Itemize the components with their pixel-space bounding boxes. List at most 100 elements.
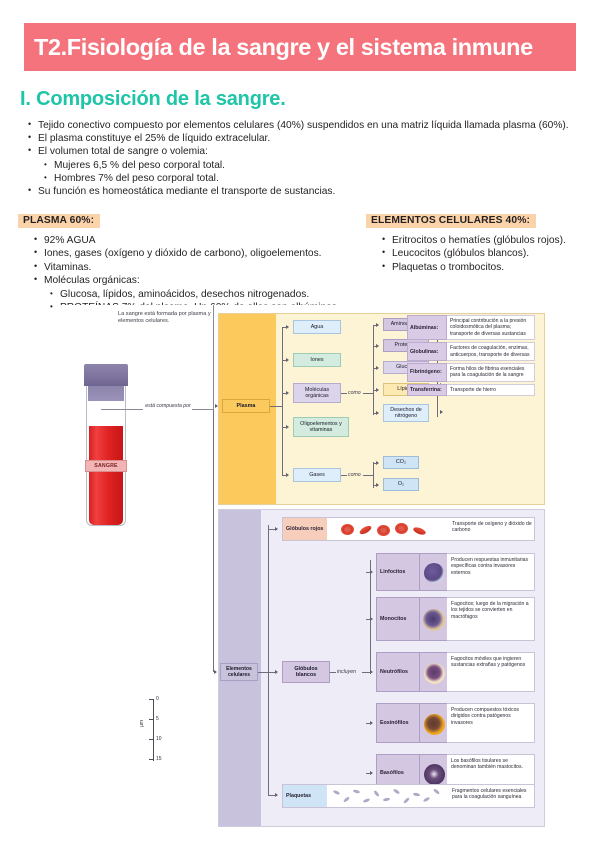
list-item: El plasma constituye el 25% de líquido e… <box>26 131 586 145</box>
arrow-icon <box>376 461 379 465</box>
page-title: T2.Fisiología de la sangre y el sistema … <box>34 33 533 60</box>
node-o2: O₂ <box>383 478 419 491</box>
lymphocyte-illustration <box>420 553 447 591</box>
table-row: Globulinas: Factores de coagulación, enz… <box>407 342 535 362</box>
table-row-neutrofilos: Neutrófilos Fagocitos móviles que ingier… <box>376 652 535 692</box>
platelet-icon <box>402 796 411 805</box>
erythrocyte-icon <box>395 523 408 534</box>
cell-name-linfocitos: Linfocitos <box>376 553 420 591</box>
red-blood-cells-illustration <box>327 518 448 540</box>
lymphocyte-icon <box>424 563 444 583</box>
connector-line <box>213 410 214 672</box>
list-item: Plaquetas o trombocitos. <box>380 260 591 274</box>
tube-stopper-cap <box>84 364 128 386</box>
connector-line <box>373 485 377 486</box>
platelet-icon <box>422 796 431 803</box>
connector-line <box>213 305 214 410</box>
platelet-icon <box>373 789 380 798</box>
node-co2: CO₂ <box>383 456 419 469</box>
cell-group-name: Glóbulos rojos <box>283 518 327 540</box>
protein-description: Principal contribución a la presión colo… <box>447 315 535 341</box>
tube-link-text: está compuesta por <box>145 403 191 409</box>
diagram-caption: La sangre está formada por plasma y elem… <box>118 311 211 325</box>
platelet-icon <box>382 797 391 802</box>
list-item: Vitaminas. <box>32 260 348 274</box>
cell-description-linfocitos: Producen respuestas inmunitarias específ… <box>447 553 535 591</box>
protein-description: Forma hilos de fibrina esenciales para l… <box>447 363 535 382</box>
cell-description-monocitos: Fagocitos; luego de la migración a los t… <box>447 597 535 641</box>
connector-line <box>268 525 269 673</box>
arrow-icon <box>376 366 379 370</box>
scale-tick-label: 15 <box>156 756 162 762</box>
protein-description: Transporte de hierro <box>447 383 535 397</box>
table-row-eosinofilos: Eosinófilos Producen compuestos tóxicos … <box>376 703 535 743</box>
connector-line <box>363 393 373 394</box>
red-blood-cells-description: Transporte de oxígeno y dióxido de carbo… <box>448 518 534 540</box>
cell-name-eosinofilos: Eosinófilos <box>376 703 420 743</box>
table-row: Transferrina: Transporte de hierro <box>407 383 535 397</box>
platelet-icon <box>412 792 421 797</box>
connector-line <box>282 327 288 328</box>
node-globulos-blancos: Glóbulos blancos <box>282 661 330 683</box>
arrow-icon <box>440 410 443 414</box>
connector-line <box>366 773 372 774</box>
connector-line <box>373 462 374 488</box>
arrow-icon <box>376 323 379 327</box>
monocyte-illustration <box>420 597 447 641</box>
connector-line <box>373 368 377 369</box>
connector-line <box>268 529 276 530</box>
cell-name-monocitos: Monocitos <box>376 597 420 641</box>
platelet-icon <box>332 789 341 796</box>
list-item: Mujeres 6,5 % del peso corporal total. <box>26 158 586 172</box>
plasma-proteins-table: Albúminas: Principal contribución a la p… <box>407 315 535 398</box>
section-heading: I. Composición de la sangre. <box>20 88 286 110</box>
monocyte-icon <box>423 609 445 631</box>
scale-axis <box>153 699 154 761</box>
arrow-icon <box>275 670 278 674</box>
platelets-illustration <box>327 785 448 807</box>
scale-tick <box>149 699 154 700</box>
node-elementos-celulares: Elementos celulares <box>220 663 258 681</box>
node-oligoelementos-vitaminas: Oligoelementos y vitaminas <box>293 417 349 437</box>
scale-unit-label: µm <box>139 719 145 727</box>
tube-stopper-body <box>88 384 124 401</box>
cell-name-neutrofilos: Neutrófilos <box>376 652 420 692</box>
connector-line <box>341 393 347 394</box>
connector-line <box>373 413 377 414</box>
erythrocyte-icon <box>377 525 390 536</box>
connector-line <box>101 409 143 410</box>
connector-line <box>192 409 214 410</box>
connector-label-como-organicas: como <box>348 390 361 396</box>
list-item: Eritrocitos o hematíes (glóbulos rojos). <box>380 233 591 247</box>
table-row: Fibrinógeno: Forma hilos de fibrina esen… <box>407 363 535 382</box>
connector-line <box>366 572 372 573</box>
table-row: Albúminas: Principal contribución a la p… <box>407 315 535 341</box>
list-item: 92% AGUA <box>32 233 348 247</box>
intro-bullet-list: Tejido conectivo compuesto por elementos… <box>26 118 586 198</box>
connector-line <box>282 393 288 394</box>
connector-line <box>270 406 282 407</box>
list-item: Leucocitos (glóbulos blancos). <box>380 246 591 260</box>
connector-line <box>258 672 268 673</box>
cell-description-eosinofilos: Producen compuestos tóxicos dirigidos co… <box>447 703 535 743</box>
arrow-icon <box>214 670 217 674</box>
platelet-icon <box>392 788 401 795</box>
connector-line <box>268 672 269 796</box>
blood-composition-diagram: La sangre está formada por plasma y elem… <box>56 305 545 829</box>
connector-line <box>366 672 372 673</box>
platelet-icon <box>432 788 441 795</box>
protein-description: Factores de coagulación, enzimas, anticu… <box>447 342 535 362</box>
connector-line <box>373 346 377 347</box>
connector-line <box>366 619 372 620</box>
arrow-icon <box>376 344 379 348</box>
arrow-icon <box>376 388 379 392</box>
connector-line <box>282 475 288 476</box>
connector-line <box>373 463 377 464</box>
neutrophil-illustration <box>420 652 447 692</box>
platelet-icon <box>352 789 361 794</box>
scale-tick-label: 0 <box>156 696 159 702</box>
connector-line <box>268 672 276 673</box>
document-title-band: T2.Fisiología de la sangre y el sistema … <box>24 23 576 71</box>
blood-test-tube-illustration: SANGRE <box>84 364 128 526</box>
tube-plasma-layer <box>89 400 123 426</box>
